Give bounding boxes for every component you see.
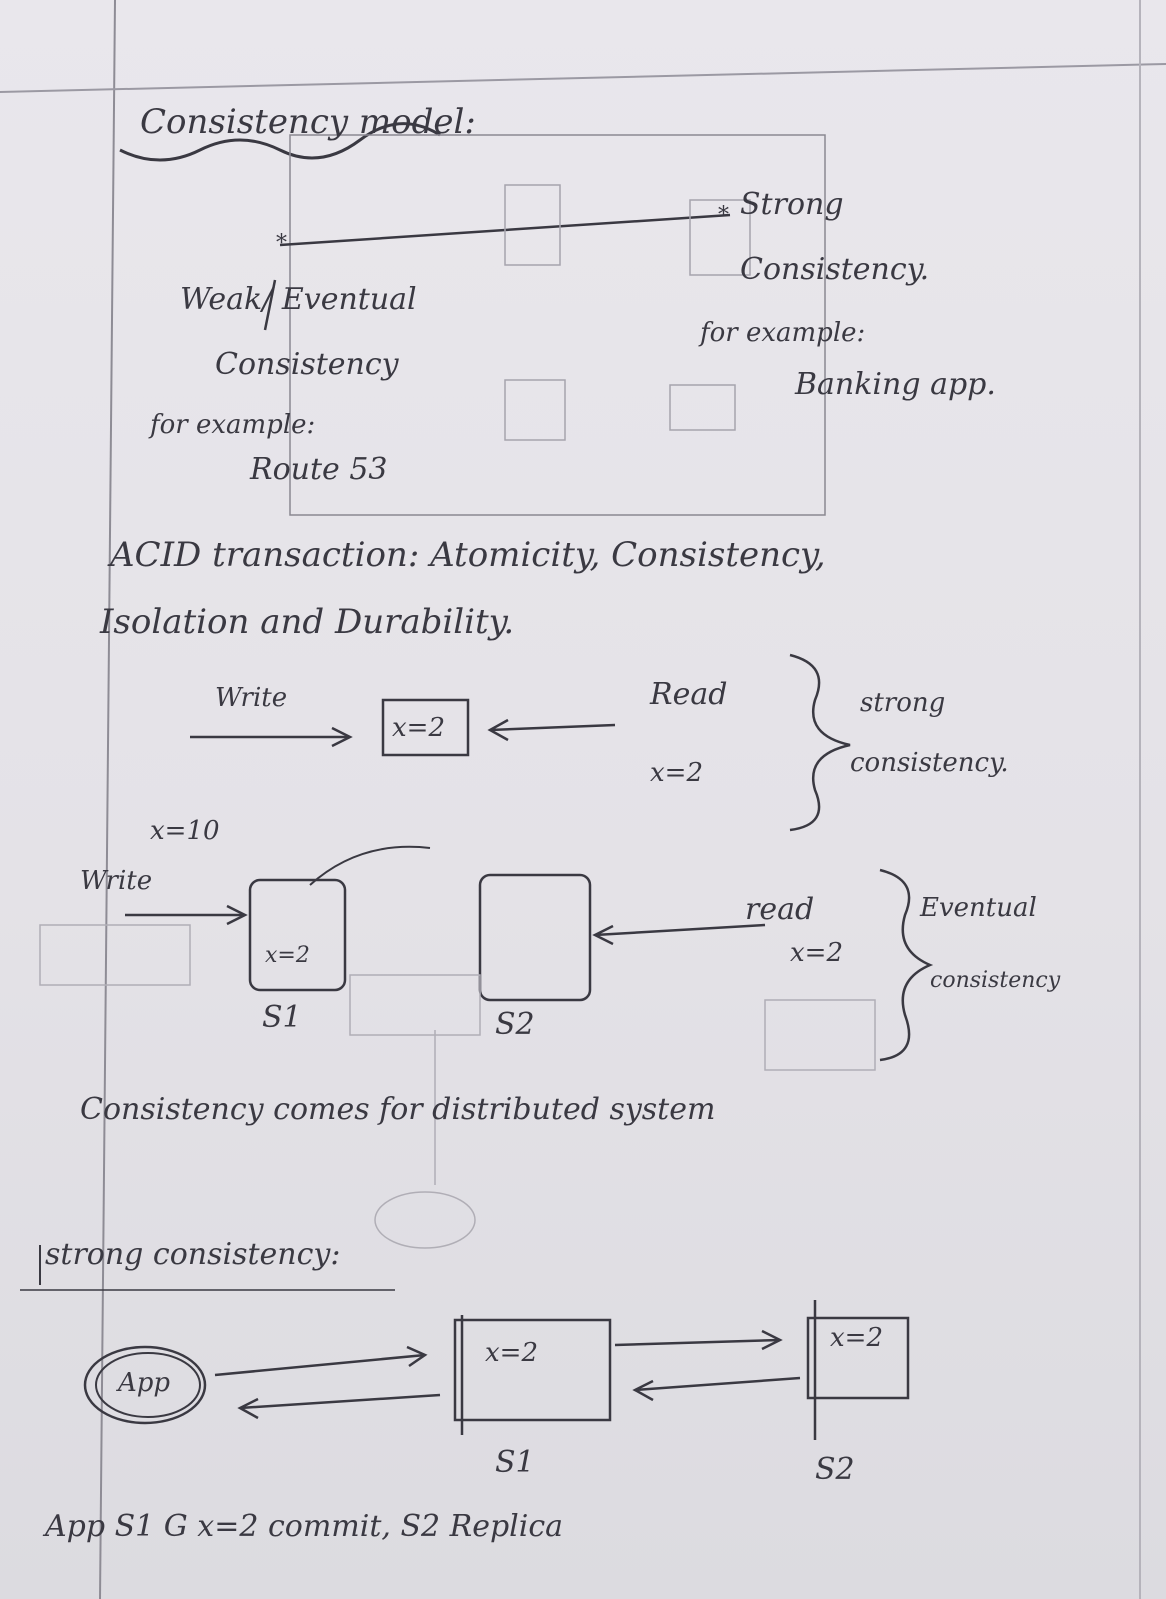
svg-text:*: * (276, 231, 287, 256)
strong-store-box: x=2 (392, 713, 445, 743)
svg-text:*: * (718, 203, 729, 228)
eventual-consistency-label-2: consistency (930, 968, 1061, 993)
eventual-value-note: x=10 (150, 816, 220, 846)
weak-eventual-label-2: Consistency (215, 347, 399, 382)
page-heading: Consistency model: (140, 102, 476, 142)
strong-consistency-label: strong (860, 688, 946, 718)
footer-note: App S1 G x=2 commit, S2 Replica (45, 1509, 564, 1544)
server-s1-box: x=2 (265, 943, 310, 968)
eventual-consistency-label: Eventual (920, 893, 1037, 923)
strong-read-value: x=2 (650, 758, 703, 788)
acid-line-1: ACID transaction: Atomicity, Consistency… (110, 535, 826, 575)
weak-eventual-label: Weak/ Eventual (180, 282, 417, 317)
server-s1-label: S1 (262, 1000, 302, 1035)
strong-label-2: Consistency. (740, 252, 930, 287)
strong-example-label: for example: (700, 318, 866, 348)
strong-label: Strong (740, 187, 844, 222)
replica-s2-label: S2 (815, 1452, 855, 1487)
strong-example-value: Banking app. (795, 367, 996, 402)
distributed-note: Consistency comes for distributed system (80, 1092, 716, 1127)
replica-s2-box: x=2 (830, 1323, 883, 1353)
app-node: App (118, 1368, 171, 1398)
acid-line-2: Isolation and Durability. (100, 602, 515, 642)
weak-example-label: for example: (150, 410, 316, 440)
strong-consistency-label-2: consistency. (850, 748, 1009, 778)
eventual-read-label: read (745, 892, 815, 927)
eventual-read-value: x=2 (790, 938, 843, 968)
replica-s1-label: S1 (495, 1445, 535, 1480)
strong-section-heading: strong consistency: (45, 1237, 341, 1272)
weak-example-value: Route 53 (250, 452, 388, 487)
strong-read-label: Read (650, 677, 728, 712)
server-s2-label: S2 (495, 1007, 535, 1042)
replica-s1-box: x=2 (485, 1338, 538, 1368)
strong-write-label: Write (215, 683, 288, 713)
eventual-write-label: Write (80, 866, 153, 896)
